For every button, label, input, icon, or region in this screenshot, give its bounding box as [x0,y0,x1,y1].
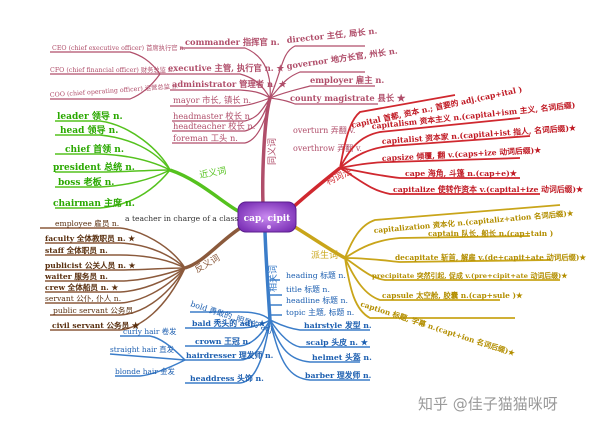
related-helmet: helmet 头盔 n. [312,352,372,362]
derivatives-branch-label: 派生词 [311,249,338,261]
derivative-capsule: capsule 太空舱, 胶囊 n.(cap+sule )★ [382,291,523,300]
near-synonym-boss: boss 老板 n. [58,176,114,188]
watermark: 知乎 @佳子猫猫咪呀 [418,395,558,413]
antonyms-items: employee 雇员 n. faculty 全体教职员 n. ★ staff … [44,218,140,330]
synonyms-branch-label-group: 同义词 [267,138,278,165]
center-node-ornament [267,225,271,229]
center-node-box [237,201,297,233]
near-synonym-head: head 领导 n. [60,124,118,136]
near-synonyms-branch [55,120,171,209]
synonym-governor: governor 地方长官, 州长 n. [286,45,399,71]
related-title: title 标题 n. [286,284,330,294]
derivative-caption: caption 标题, 字幕 n.(capt+ion 名词后缀)★ [359,299,516,358]
synonym-mayor: mayor 市长, 镇长 n. [173,95,251,105]
word-building-branch [339,94,540,195]
center-node-label: cap, cipit [244,214,291,224]
related-headdress: headdress 头饰 n. [190,373,264,383]
derivatives-branch [344,204,561,319]
related-crown: crown 王冠 n. [195,337,251,346]
word-capitalize: capitalize 使转作资本 v.(capital+ize 动词后缀)★ [393,184,584,194]
near-synonym-chairman: chairman 主席 n. [53,197,135,209]
extra-overthrow: overthrow 弄翻 v. [293,144,362,153]
near-synonym-president: president 总统 n. [53,161,135,173]
antonym-staff: staff 全体职员 n. [45,245,108,255]
synonyms-branch [50,45,378,144]
antonym-publicist: publicist 公关人员 n. ★ [45,260,137,270]
word-cape: cape 海角, 斗篷 n.(cap+e)★ [405,168,518,178]
antonym-faculty: faculty 全体教职员 n. ★ [45,233,136,243]
synonym-cfo: CFO (chief financial officer) 财务总监 n. [50,65,174,74]
related-headline: headline 标题 n. [286,295,348,305]
antonyms-note: a teacher in charge of a class 班主任 [125,213,264,223]
related-topic: topic 主题, 标题 n. [286,307,354,317]
synonym-executive: executive 主管, 执行官 n. ★ [168,63,285,74]
antonym-public-servant: public servant 公务员 [53,305,134,315]
synonym-ceo: CEO (chief executive officer) 首席执行官 n. [52,43,186,52]
related-branch-line [263,231,272,321]
related-bald: bald 秃头的 adj. ★ [192,318,266,328]
related-scalp: scalp 头皮 n. ★ [306,337,369,347]
related-hairdresser: hairdresser 理发师 n. [186,350,274,360]
antonym-civil-servant: civil servant 公务员 ★ [52,320,140,330]
near-synonyms-items: leader 领导 n. head 领导 n. chief 首领 n. pres… [53,110,135,209]
derivative-decapitate: decapitate 斩首, 解雇 v.(de+capit+ate 动词后缀)★ [395,253,586,262]
near-synonym-leader: leader 领导 n. [57,110,123,122]
derivatives-items: capitalization 资本化 n.(capitaliz+ation 名词… [359,209,586,358]
synonyms-branch-label: 同义词 [267,138,278,165]
synonyms-subitems: CEO (chief executive officer) 首席执行官 n. C… [50,43,186,99]
center-node: cap, cipit [237,201,297,233]
antonym-waiter: waiter 服务员 n. [44,271,108,281]
related-subitems: curly hair 卷发 straight hair 直发 blonde ha… [110,327,177,376]
synonym-headteacher: headteacher 校长 n. [173,121,255,131]
antonym-servant: servant 公仆, 仆人 n. [45,294,121,303]
antonyms-branch-line [184,223,246,270]
synonym-county-magistrate: county magistrate 县长 ★ [290,93,406,103]
antonym-employee: employee 雇员 n. [55,218,119,228]
derivative-captain: captain 队长, 船长 n.(cap+tain ) [428,229,553,238]
antonyms-branch [40,227,186,331]
synonym-employer: employer 雇主 n. [310,75,384,85]
related-barber: barber 理发师 n. [305,370,372,380]
synonym-headmaster: headmaster 校长 n. [173,111,253,121]
extra-overturn: overturn 弄翻 v. [293,126,355,135]
synonyms-extras: overturn 弄翻 v. overthrow 弄翻 v. [293,126,362,153]
synonym-commander: commander 指挥官 n. [185,37,280,47]
synonym-administrator: administrator 管理者 n. ★ [172,79,287,89]
derivative-precipitate: precipitate 突然引起, 促成 v.(pre+cipit+ate 动词… [372,271,568,280]
near-synonym-chief: chief 首领 n. [65,143,124,155]
related-branch [109,279,370,384]
related-branch-label: 相关词 [267,265,279,292]
synonym-coo: COO (chief operating officer) 运营总监 n. [50,81,179,99]
related-bold: bold 勇敢的, 明显的 adj. [189,298,276,335]
near-synonyms-branch-line [169,168,241,214]
antonym-crew: crew 全体船员 n. ★ [45,282,119,292]
synonym-director: director 主任, 局长 n. [286,26,378,46]
synonym-foreman: foreman 工头 n. [173,133,238,143]
related-blonde-hair: blonde hair 金发 [115,367,176,376]
related-hairstyle: hairstyle 发型 n. [304,320,372,330]
related-curly-hair: curly hair 卷发 [123,327,177,336]
related-straight-hair: straight hair 直发 [110,345,175,354]
near-synonyms-branch-label: 近义词 [198,164,227,181]
related-items: heading 标题 n. title 标题 n. headline 标题 n.… [186,270,372,383]
related-heading: heading 标题 n. [286,270,346,280]
